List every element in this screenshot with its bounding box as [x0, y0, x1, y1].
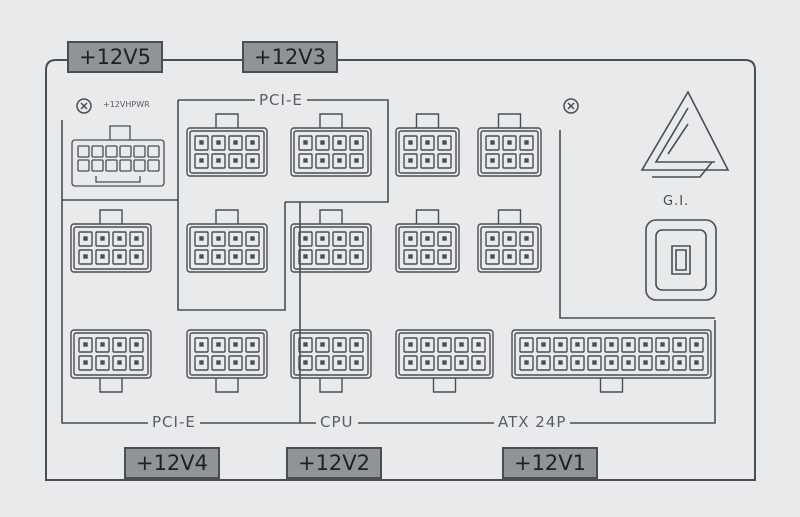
group-label-atx: ATX 24P — [494, 413, 571, 431]
connector-layer — [70, 113, 712, 393]
connector-atx-right — [511, 329, 712, 393]
connector-12vhpwr — [71, 125, 165, 187]
rail-badge-12v4: +12V4 — [124, 447, 220, 479]
connector-8pin — [395, 209, 460, 273]
rail-badge-12v2: +12V2 — [286, 447, 382, 479]
group-label-pcie-top: PCI-E — [255, 91, 307, 109]
rail-badge-12v1: +12V1 — [502, 447, 598, 479]
connector-pcie-3 — [70, 209, 152, 273]
screw-icon — [563, 98, 579, 114]
connector-pcie-1 — [186, 113, 268, 177]
connector-pcie-4 — [186, 209, 268, 273]
rail-badge-12v5: +12V5 — [67, 41, 163, 73]
connector-pcie-2 — [290, 113, 372, 177]
usb-port-icon — [645, 219, 717, 301]
connector-pcie-5 — [70, 329, 152, 393]
label-gi: G.I. — [663, 194, 690, 209]
group-label-pcie-bottom: PCI-E — [148, 413, 200, 431]
connector-cpu-1 — [290, 209, 372, 273]
connector-8pin — [477, 209, 542, 273]
connector-atx-left — [395, 329, 494, 393]
label-12vhpwr: +12VHPWR — [103, 100, 150, 109]
group-label-cpu: CPU — [316, 413, 358, 431]
connector-8pin — [395, 113, 460, 177]
connector-pcie-6 — [186, 329, 268, 393]
rail-badge-12v3: +12V3 — [242, 41, 338, 73]
connector-cpu-2 — [290, 329, 372, 393]
connector-8pin — [477, 113, 542, 177]
brand-logo — [640, 90, 730, 178]
screw-icon — [76, 98, 92, 114]
